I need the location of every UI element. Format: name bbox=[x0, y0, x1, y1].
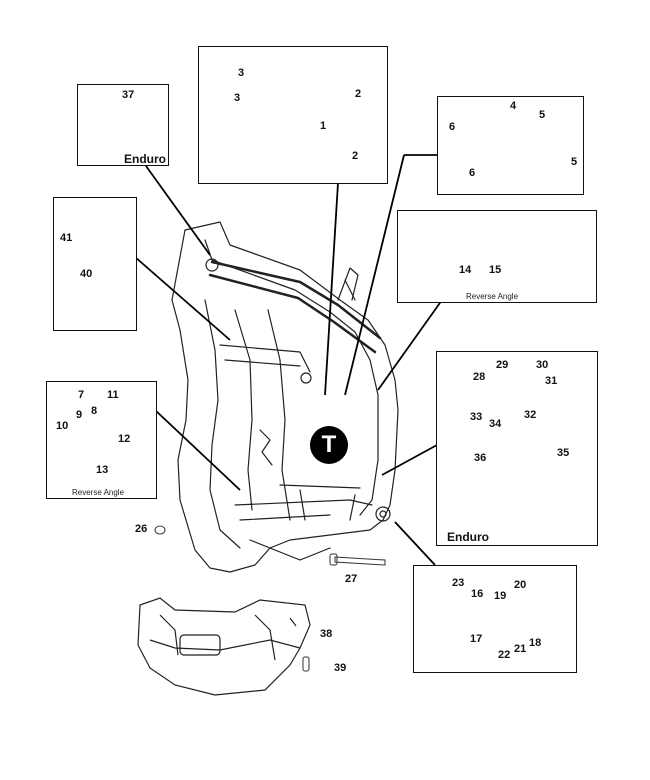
callout-box-top-right bbox=[437, 96, 584, 195]
part-label-39: 39 bbox=[334, 662, 347, 674]
callout-box-reverse-left bbox=[46, 381, 157, 499]
part-label-13: 13 bbox=[96, 464, 109, 476]
part-label-22: 22 bbox=[498, 649, 511, 661]
part-label-12: 12 bbox=[118, 433, 131, 445]
enduro-label-key: Enduro bbox=[124, 152, 166, 166]
callout-box-left-top bbox=[53, 197, 137, 331]
callout-box-footpeg bbox=[413, 565, 577, 673]
part-label-33: 33 bbox=[470, 411, 483, 423]
part-label-27: 27 bbox=[345, 573, 358, 585]
enduro-label-stand: Enduro bbox=[447, 530, 489, 544]
part-label-26: 26 bbox=[135, 523, 148, 535]
part-label-23: 23 bbox=[452, 577, 465, 589]
callout-box-key bbox=[77, 84, 169, 166]
reverse-angle-caption-left: Reverse Angle bbox=[72, 488, 125, 497]
part-label-4: 4 bbox=[510, 100, 517, 112]
part-label-40: 40 bbox=[80, 268, 93, 280]
part-label-16: 16 bbox=[471, 588, 484, 600]
part-label-19: 19 bbox=[494, 590, 507, 602]
part-label-7: 7 bbox=[78, 389, 85, 401]
part-label-38: 38 bbox=[320, 628, 333, 640]
part-label-6a: 6 bbox=[449, 121, 456, 133]
part-label-5a: 5 bbox=[539, 109, 546, 121]
part-label-6b: 6 bbox=[469, 167, 476, 179]
part-label-21: 21 bbox=[514, 643, 527, 655]
part-label-14: 14 bbox=[459, 264, 472, 276]
part-label-11: 11 bbox=[107, 389, 119, 401]
part-label-3a: 3 bbox=[238, 67, 245, 79]
part-label-32: 32 bbox=[524, 409, 537, 421]
callout-box-stand bbox=[436, 351, 598, 546]
tool-badge: T bbox=[310, 426, 348, 464]
part-label-30: 30 bbox=[536, 359, 549, 371]
part-label-2a: 2 bbox=[355, 88, 362, 100]
part-label-15: 15 bbox=[489, 264, 502, 276]
part-label-3b: 3 bbox=[234, 92, 241, 104]
part-label-28: 28 bbox=[473, 371, 486, 383]
part-label-35: 35 bbox=[557, 447, 570, 459]
part-label-29: 29 bbox=[496, 359, 509, 371]
reverse-angle-caption-right: Reverse Angle bbox=[466, 292, 519, 301]
part-label-18: 18 bbox=[529, 637, 542, 649]
part-label-31: 31 bbox=[545, 375, 558, 387]
part-label-17: 17 bbox=[470, 633, 483, 645]
part-label-41: 41 bbox=[60, 232, 73, 244]
part-label-20: 20 bbox=[514, 579, 527, 591]
frame-outline bbox=[171, 221, 399, 573]
part-label-5b: 5 bbox=[571, 156, 578, 168]
part-label-36: 36 bbox=[474, 452, 487, 464]
part-label-9: 9 bbox=[76, 409, 83, 421]
callout-box-reverse-right bbox=[397, 210, 597, 303]
part-label-37: 37 bbox=[122, 89, 135, 101]
part-label-34: 34 bbox=[489, 418, 502, 430]
callout-box-links bbox=[198, 46, 388, 184]
part-label-8: 8 bbox=[91, 405, 98, 417]
part-label-1: 1 bbox=[320, 120, 327, 132]
part-label-10: 10 bbox=[56, 420, 69, 432]
part-label-2b: 2 bbox=[352, 150, 359, 162]
